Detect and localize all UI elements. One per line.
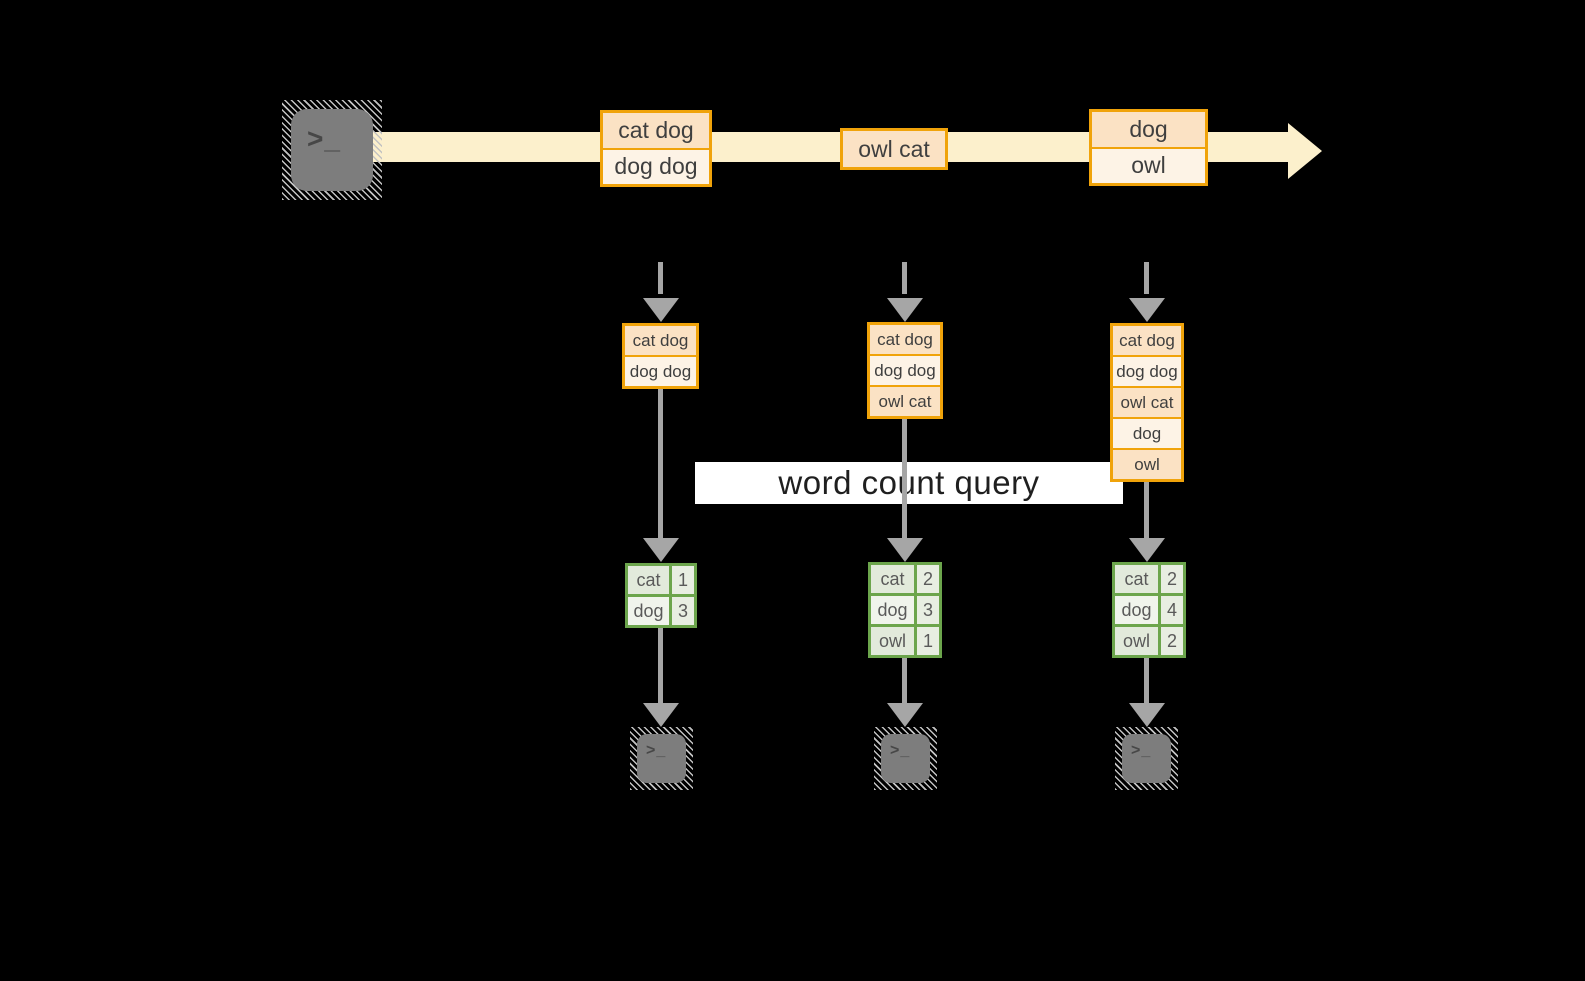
input-table-1: cat dog dog dog [622,323,699,389]
input-table-2: cat dog dog dog owl cat [867,322,943,419]
prompt-icon: >_ [307,123,341,154]
terminal-screen: >_ [637,734,686,783]
count-cell: 3 [917,596,939,624]
dashed-arrow-1 [658,262,663,294]
record: dog dog [625,357,696,386]
count-cell: 1 [917,627,939,655]
stream-batch-1: cat dog dog dog [600,110,712,187]
record: dog dog [870,356,940,385]
record: owl cat [1113,388,1181,417]
count-cell: 4 [1161,596,1183,624]
record: cat dog [603,113,709,148]
word-cell: dog [871,596,914,624]
query-label: word count query [778,464,1040,501]
word-cell: cat [628,566,669,594]
record: owl [1092,148,1205,183]
terminal-screen: >_ [881,734,930,783]
count-cell: 1 [672,566,694,594]
dashed-arrowhead-1 [643,298,679,322]
dashed-arrowhead-3 [1129,298,1165,322]
word-cell: cat [871,565,914,593]
sink-arrow-3 [1144,658,1149,705]
word-cell: cat [1115,565,1158,593]
dashed-arrow-3 [1144,262,1149,294]
stream-batch-3: dog owl [1089,109,1208,186]
query-arrow-1 [658,389,663,540]
record: owl [1113,450,1181,479]
query-arrow-2 [902,419,907,540]
sink-arrow-2 [902,658,907,705]
record: owl cat [843,131,945,167]
query-arrow-3 [1144,477,1149,540]
terminal-sink-icon-3: >_ [1115,727,1178,790]
prompt-icon: >_ [646,742,667,759]
word-cell: owl [871,627,914,655]
query-arrowhead-1 [643,538,679,562]
count-cell: 2 [1161,565,1183,593]
sink-arrow-1 [658,628,663,705]
word-cell: dog [628,597,669,625]
stream-arrowhead [1288,123,1322,179]
prompt-icon: >_ [1131,742,1152,759]
stream-batch-2: owl cat [840,128,948,170]
dashed-arrowhead-2 [887,298,923,322]
count-table-1: cat 1 dog 3 [625,563,697,628]
dashed-arrow-2 [902,262,907,294]
record: owl cat [870,387,940,416]
count-table-2: cat 2 dog 3 owl 1 [868,562,942,658]
query-arrowhead-3 [1129,538,1165,562]
count-cell: 2 [917,565,939,593]
prompt-icon: >_ [890,742,911,759]
word-cell: owl [1115,627,1158,655]
sink-arrowhead-2 [887,703,923,727]
record: cat dog [625,326,696,355]
count-cell: 3 [672,597,694,625]
sink-arrowhead-1 [643,703,679,727]
terminal-screen: >_ [291,109,373,191]
record: dog dog [603,149,709,184]
record: dog [1092,112,1205,147]
record: dog dog [1113,357,1181,386]
record: cat dog [870,325,940,354]
terminal-sink-icon-1: >_ [630,727,693,790]
terminal-screen: >_ [1122,734,1171,783]
terminal-source-icon: >_ [282,100,382,200]
query-label-bar: word count query [695,462,1123,504]
input-table-3: cat dog dog dog owl cat dog owl [1110,323,1184,482]
terminal-sink-icon-2: >_ [874,727,937,790]
record: dog [1113,419,1181,448]
word-cell: dog [1115,596,1158,624]
count-cell: 2 [1161,627,1183,655]
count-table-3: cat 2 dog 4 owl 2 [1112,562,1186,658]
sink-arrowhead-3 [1129,703,1165,727]
record: cat dog [1113,326,1181,355]
query-arrowhead-2 [887,538,923,562]
